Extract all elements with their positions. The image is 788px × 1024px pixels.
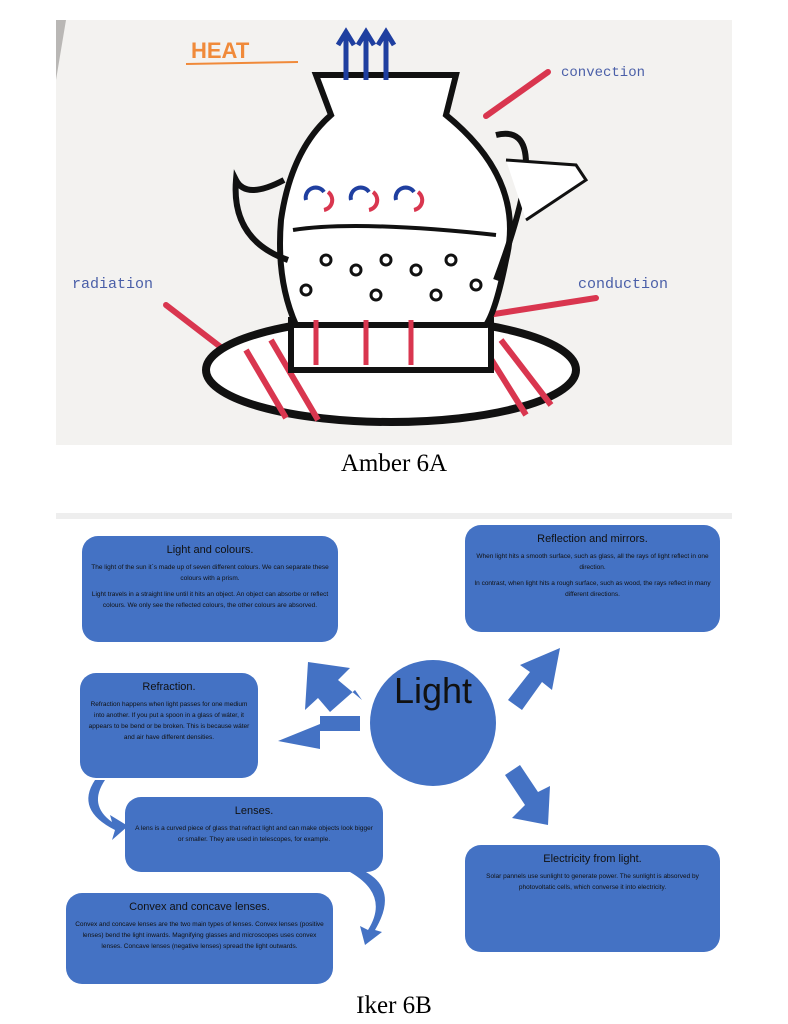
box-text: Refraction happens when light passes for… — [88, 701, 250, 741]
figure-caption-iker: Iker 6B — [356, 992, 432, 1019]
box-text: Light travels in a straight line until i… — [91, 591, 329, 609]
box-text: A lens is a curved piece of glass that r… — [135, 825, 373, 843]
curved-arrow-refraction-lenses — [88, 780, 128, 840]
conduction-label: conduction — [578, 276, 668, 293]
box-lenses: Lenses. A lens is a curved piece of glas… — [125, 797, 383, 872]
box-title: Lenses. — [234, 805, 274, 817]
box-convex-concave-lenses: Convex and concave lenses. Convex and co… — [66, 893, 333, 984]
arrow-to-refraction — [278, 716, 360, 749]
center-node-light: Light — [370, 660, 496, 786]
box-electricity-from-light: Electricity from light. Solar pannels us… — [465, 845, 720, 952]
box-light-and-colours: Light and colours. The light of the sun … — [82, 536, 338, 642]
heat-title: HEAT — [191, 38, 250, 63]
arrow-to-electricity — [505, 765, 550, 825]
box-title: Refraction. — [142, 681, 196, 693]
box-text: In contrast, when light hits a rough sur… — [474, 580, 711, 598]
box-text: The light of the sun it´s made up of sev… — [91, 564, 329, 582]
box-title: Convex and concave lenses. — [129, 901, 270, 913]
box-title: Electricity from light. — [543, 853, 642, 865]
box-text: Convex and concave lenses are the two ma… — [75, 921, 324, 950]
kettle-drawing: HEAT convection radiation conduction — [56, 20, 732, 445]
box-text: Solar pannels use sunlight to generate p… — [486, 873, 699, 891]
convection-label: convection — [561, 65, 645, 81]
heat-drawing-photo: HEAT convection radiation conduction — [56, 20, 732, 445]
arrow-to-light-colours — [305, 662, 362, 712]
box-title: Reflection and mirrors. — [537, 533, 648, 545]
box-refraction: Refraction. Refraction happens when ligh… — [80, 673, 258, 778]
arrow-to-reflection — [508, 648, 560, 710]
box-reflection-and-mirrors: Reflection and mirrors. When light hits … — [465, 525, 720, 632]
radiation-label: radiation — [72, 276, 153, 293]
box-title: Light and colours. — [166, 544, 254, 556]
curved-arrow-lenses-convex — [350, 870, 385, 945]
center-label: Light — [393, 670, 473, 711]
box-text: When light hits a smooth surface, such a… — [476, 553, 709, 571]
figure-caption-amber: Amber 6A — [340, 450, 448, 477]
